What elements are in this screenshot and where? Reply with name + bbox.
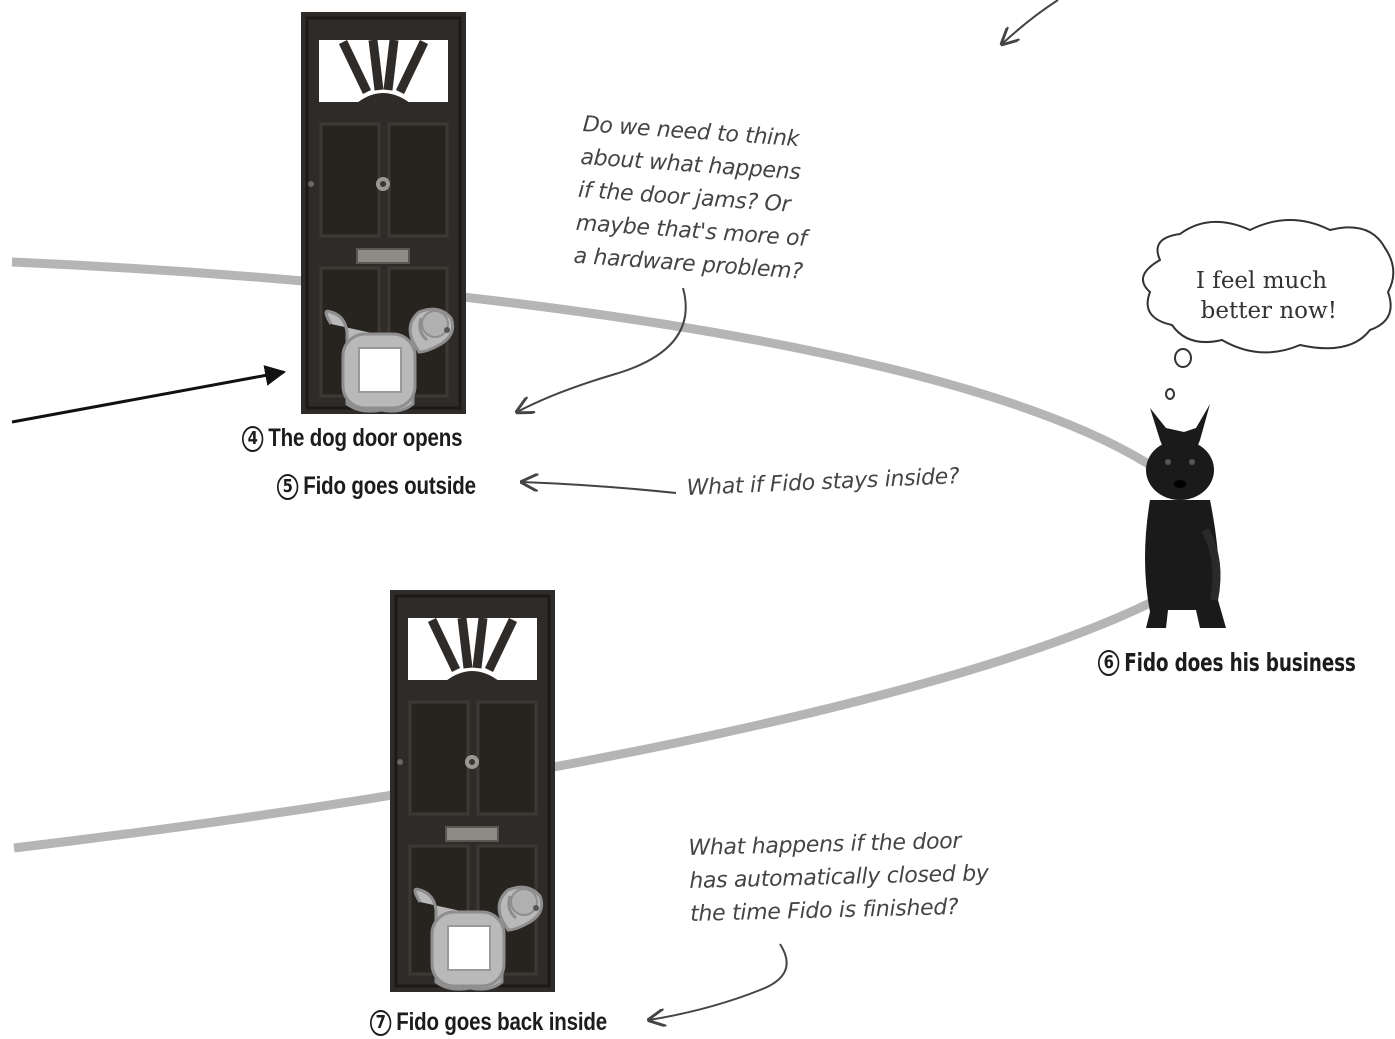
dog-door-illustration-top xyxy=(301,12,466,414)
step-5-label: 5 Fido goes outside xyxy=(277,472,476,501)
thought-dot-large xyxy=(1175,349,1191,367)
top-arrow xyxy=(1002,0,1058,44)
door-jam-note: Do we need to think about what happens i… xyxy=(572,108,814,289)
step-number-badge: 4 xyxy=(242,426,263,452)
incoming-arrow xyxy=(12,372,284,422)
fido-dog-illustration xyxy=(1145,404,1226,628)
step-7-label: 7 Fido goes back inside xyxy=(370,1008,607,1037)
auto-closed-arrow xyxy=(649,944,787,1020)
dog-door-illustration-bottom xyxy=(390,590,555,992)
step-text: Fido goes outside xyxy=(303,472,476,501)
flow-path-return xyxy=(14,603,1150,848)
step-text: Fido goes back inside xyxy=(396,1008,607,1037)
step-number-badge: 6 xyxy=(1098,650,1119,676)
auto-closed-note: What happens if the door has automatical… xyxy=(688,824,990,931)
step-4-label: 4 The dog door opens xyxy=(242,424,462,453)
step-6-label: 6 Fido does his business xyxy=(1098,648,1356,677)
step-number-badge: 5 xyxy=(277,474,298,500)
step-text: Fido does his business xyxy=(1124,648,1355,677)
stays-inside-arrow xyxy=(522,482,676,493)
step-number-badge: 7 xyxy=(370,1010,391,1036)
step-text: The dog door opens xyxy=(268,424,462,453)
thought-dot-small xyxy=(1166,389,1174,399)
thought-bubble-text: I feel much better now! xyxy=(1186,266,1337,326)
flow-path xyxy=(12,262,1150,465)
